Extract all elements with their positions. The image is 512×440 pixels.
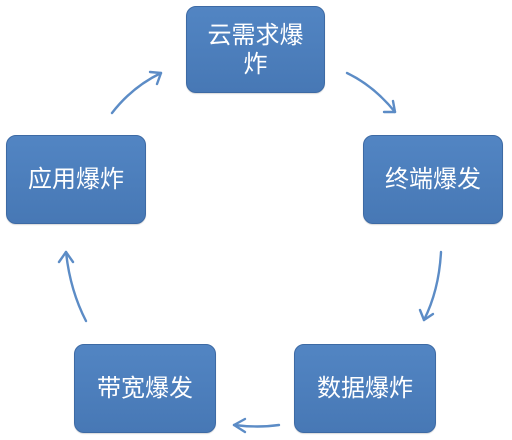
node-bandwidth-label: 带宽爆发 <box>97 374 193 403</box>
arrow-data-to-bandwidth <box>232 417 281 434</box>
arrow-terminal-to-data <box>418 250 443 322</box>
arrow-bandwidth-to-app <box>57 250 88 323</box>
node-cloud-demand: 云需求爆炸 <box>186 6 325 93</box>
node-cloud-demand-label: 云需求爆炸 <box>207 21 304 78</box>
node-data-label: 数据爆炸 <box>317 374 413 403</box>
node-bandwidth: 带宽爆发 <box>74 344 216 433</box>
node-terminal-label: 终端爆发 <box>385 165 481 194</box>
arrow-app-to-cloud <box>110 70 163 115</box>
node-terminal: 终端爆发 <box>363 135 503 224</box>
node-application: 应用爆炸 <box>6 135 146 224</box>
arrow-cloud-to-terminal <box>345 71 397 114</box>
node-data: 数据爆炸 <box>294 344 436 433</box>
node-application-label: 应用爆炸 <box>28 165 124 194</box>
